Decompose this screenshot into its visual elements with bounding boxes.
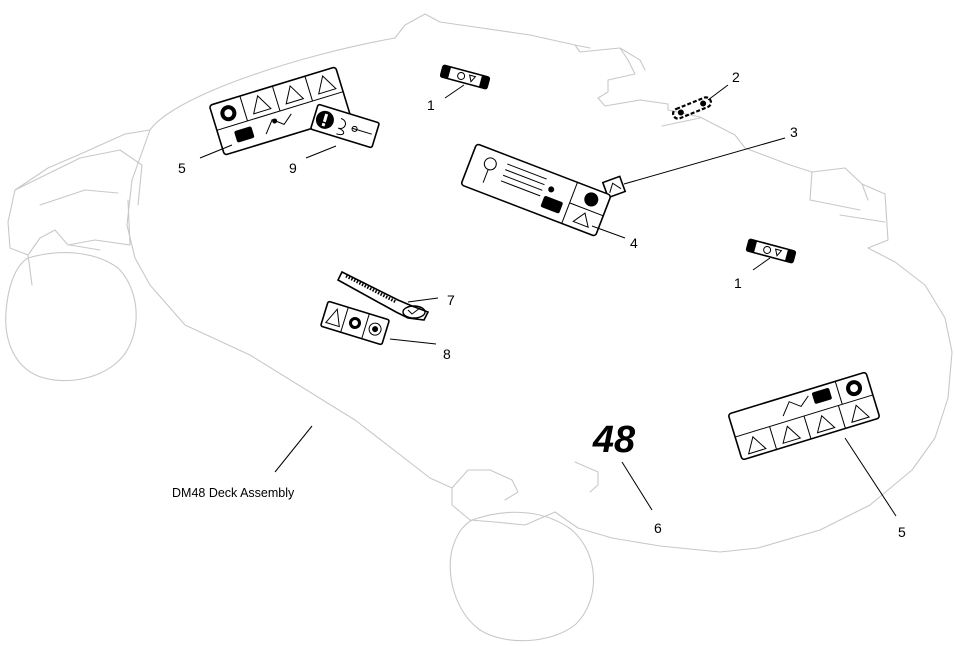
deck-size-marking: 48 [592,419,636,461]
decal-2-belt [671,96,713,120]
decal-4-instructions [460,143,612,237]
callout-7: 7 [447,292,455,308]
decal-1-right [745,238,797,264]
decal-1-upper [439,64,491,90]
assembly-label: DM48 Deck Assembly [172,486,295,500]
callout-9: 9 [289,160,297,176]
callout-1-upper: 1 [427,97,435,113]
leader-lines [199,84,897,517]
deck-outline [5,13,953,642]
decal-9 [310,103,380,149]
callout-2: 2 [732,69,740,85]
callout-8: 8 [443,346,451,362]
callout-6: 6 [654,520,662,536]
callout-labels: 1 1 2 3 4 5 5 6 7 8 9 DM48 Deck Assembly [172,69,906,540]
callout-3: 3 [790,124,798,140]
decal-8 [320,300,390,346]
decal-5-right [728,371,880,461]
decal-7-strip [336,270,430,321]
callout-5-upper: 5 [178,160,186,176]
decal-5-upper [209,66,351,156]
callout-4: 4 [630,235,638,251]
callout-1-right: 1 [734,275,742,291]
decal-3-tag [601,175,627,199]
callout-5-right: 5 [898,524,906,540]
